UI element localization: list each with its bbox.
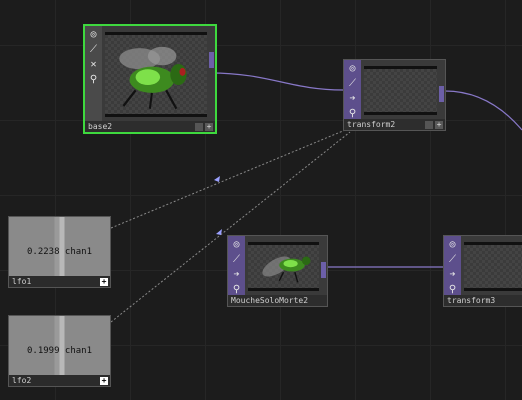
viewer-icon[interactable]: ◎ <box>90 29 97 40</box>
node-label[interactable]: transform3 <box>447 296 496 305</box>
lock-icon[interactable]: ⚲ <box>89 74 98 85</box>
output-port[interactable] <box>209 52 214 68</box>
channel-value: 0.1999 chan1 <box>26 346 93 356</box>
node-viewer[interactable] <box>105 32 207 117</box>
node-viewer[interactable] <box>248 242 319 291</box>
bypass-icon[interactable]: ⟋ <box>349 78 356 89</box>
wire-transform2-out[interactable] <box>444 90 522 131</box>
viewer-icon[interactable]: ◎ <box>449 239 456 250</box>
node-mouchesolomorte2[interactable]: ◎ ⟋ ➔ ⚲ MoucheSoloMorte2 <box>227 235 328 307</box>
viewer-icon[interactable]: ◎ <box>233 239 240 250</box>
node-label[interactable]: base2 <box>88 122 113 131</box>
node-label-bar: lfo2 + <box>9 375 110 386</box>
node-viewer[interactable] <box>364 66 437 115</box>
export-lfo1[interactable] <box>110 127 351 229</box>
node-side-panel: ◎ ⟋ ✕ ⚲ <box>85 26 102 121</box>
chop-viewer[interactable]: 0.2238 chan1 <box>9 217 110 276</box>
wire-base2-transform2[interactable] <box>209 72 344 91</box>
flag-icon[interactable] <box>425 121 433 129</box>
node-transform3[interactable]: ◎ ⟋ ➔ ⚲ transform3 <box>443 235 522 307</box>
node-base2[interactable]: ◎ ⟋ ✕ ⚲ base2 + <box>83 24 217 134</box>
node-side-panel: ◎ ⟋ ➔ ⚲ <box>228 236 245 295</box>
node-lfo2[interactable]: 0.1999 chan1 lfo2 + <box>8 315 111 387</box>
node-lfo1[interactable]: 0.2238 chan1 lfo1 + <box>8 216 111 288</box>
arrow-icon[interactable]: ➔ <box>349 93 356 104</box>
node-label-bar: transform3 <box>444 295 522 306</box>
export-lfo2[interactable] <box>110 131 351 323</box>
node-label[interactable]: lfo2 <box>12 376 32 385</box>
arrow-icon[interactable]: ➔ <box>233 269 240 280</box>
node-transform2[interactable]: ◎ ⟋ ➔ ⚲ transform2 + <box>343 59 446 131</box>
export-arrow-2 <box>216 229 222 235</box>
chop-viewer[interactable]: 0.1999 chan1 <box>9 316 110 375</box>
bypass-icon[interactable]: ⟋ <box>90 44 97 55</box>
dead-fly-image <box>262 256 311 283</box>
close-icon[interactable]: ✕ <box>90 59 97 70</box>
node-label-bar: lfo1 + <box>9 276 110 287</box>
output-port[interactable] <box>321 262 326 278</box>
output-port[interactable] <box>439 86 444 102</box>
viewer-icon[interactable]: ◎ <box>349 63 356 74</box>
bypass-icon[interactable]: ⟋ <box>449 254 456 265</box>
lock-icon[interactable]: ⚲ <box>348 108 357 119</box>
lock-icon[interactable]: ⚲ <box>448 284 457 295</box>
arrow-icon[interactable]: ➔ <box>449 269 456 280</box>
add-icon[interactable]: + <box>100 376 108 385</box>
node-label[interactable]: lfo1 <box>12 277 32 286</box>
node-side-panel: ◎ ⟋ ➔ ⚲ <box>344 60 361 119</box>
node-label[interactable]: transform2 <box>347 120 396 129</box>
add-icon[interactable]: + <box>205 122 213 131</box>
fly-image <box>119 46 187 110</box>
node-label-bar: MoucheSoloMorte2 <box>228 295 327 306</box>
node-label[interactable]: MoucheSoloMorte2 <box>231 296 309 305</box>
channel-value: 0.2238 chan1 <box>26 247 93 257</box>
lock-icon[interactable]: ⚲ <box>232 284 241 295</box>
node-label-bar: base2 + <box>85 121 215 132</box>
bypass-icon[interactable]: ⟋ <box>233 254 240 265</box>
node-viewer[interactable] <box>464 242 522 291</box>
export-arrow-1 <box>214 176 220 182</box>
node-side-panel: ◎ ⟋ ➔ ⚲ <box>444 236 461 295</box>
add-icon[interactable]: + <box>435 120 443 129</box>
flag-icon[interactable] <box>195 123 203 131</box>
add-icon[interactable]: + <box>100 277 108 286</box>
node-label-bar: transform2 + <box>344 119 445 130</box>
